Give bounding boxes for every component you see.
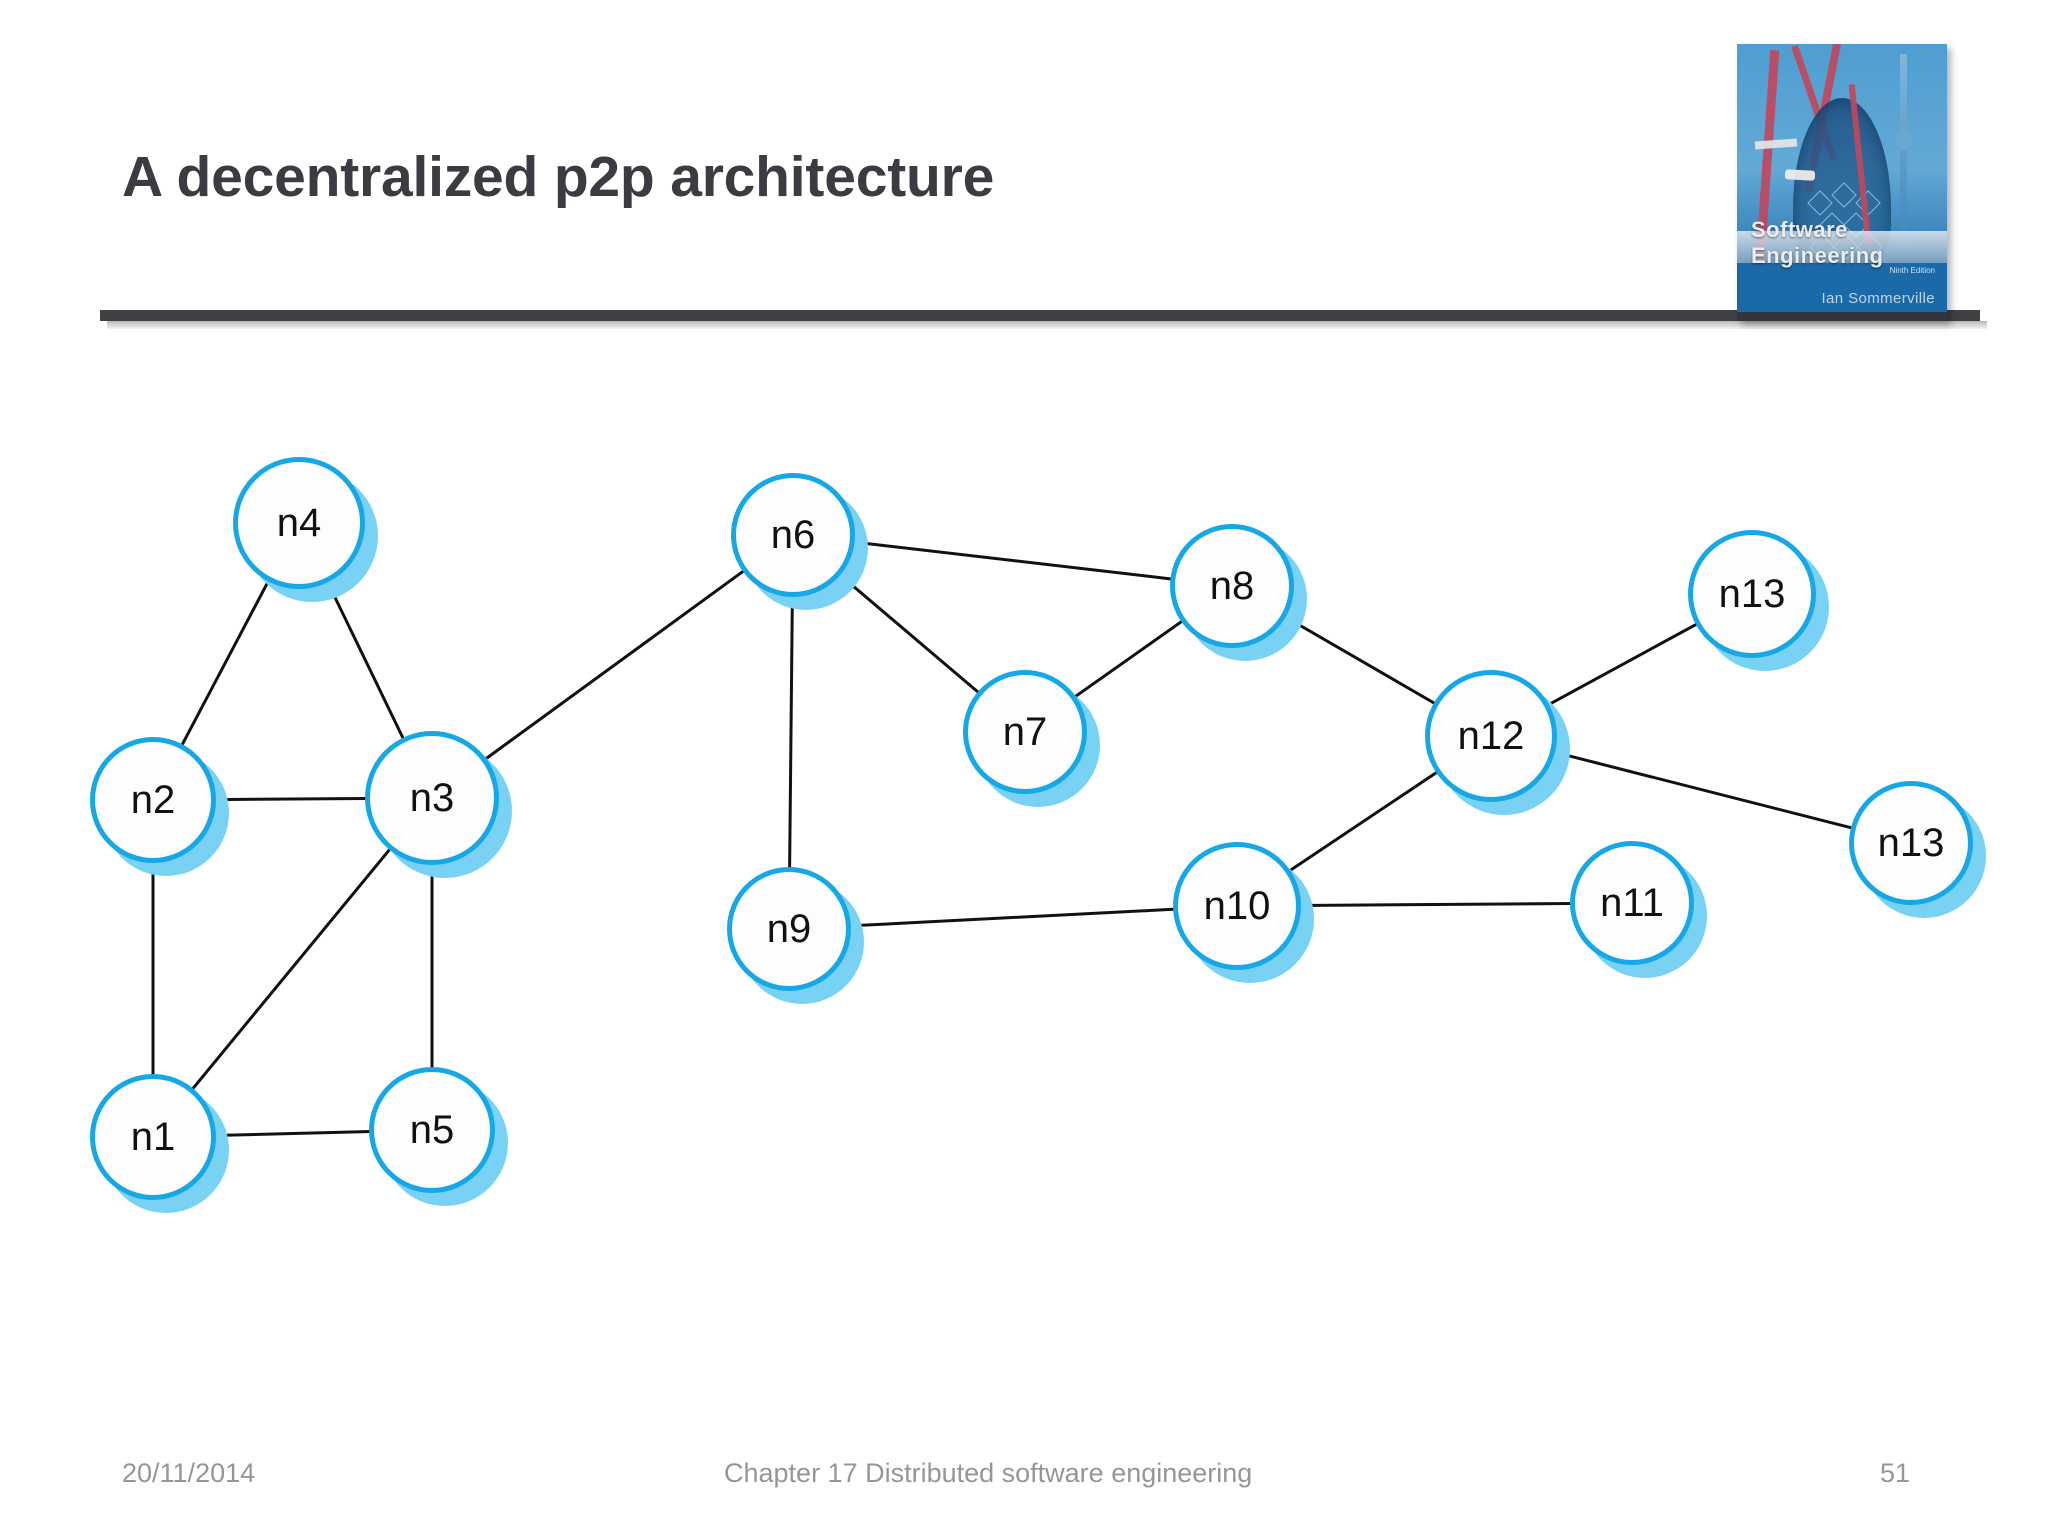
graph-node-n12[interactable]: n12 [1425, 670, 1557, 802]
book-cover-skyline [1737, 231, 1947, 263]
graph-node-label-n11: n11 [1600, 881, 1664, 925]
graph-node-label-n7: n7 [1002, 710, 1048, 754]
graph-node-label-n13b: n13 [1877, 821, 1945, 865]
book-cover-band [1737, 263, 1947, 321]
graph-edge-n6-n8 [851, 540, 1174, 581]
graph-edge-n12-n13a [1545, 622, 1700, 707]
graph-node-label-n8: n8 [1209, 564, 1255, 608]
graph-node-label-n13a: n13 [1718, 572, 1786, 616]
graph-edge-n4-n2 [179, 578, 271, 748]
graph-edge-n12-n13b [1551, 750, 1855, 830]
graph-node-n4[interactable]: n4 [233, 457, 365, 589]
title-divider-shadow [107, 321, 1987, 329]
title-divider [100, 310, 1987, 332]
graph-node-n7[interactable]: n7 [963, 670, 1087, 794]
footer-chapter: Chapter 17 Distributed software engineer… [724, 1458, 1253, 1488]
graph-edge-n2-n3 [212, 796, 369, 802]
graph-edge-n6-n7 [837, 572, 981, 695]
graph-edge-n1-n5 [212, 1130, 373, 1137]
graph-node-label-n4: n4 [276, 501, 322, 545]
graph-edge-n7-n8 [1072, 619, 1185, 699]
book-author: Ian Sommerville [1821, 290, 1935, 307]
book-cover-spine-strip [1737, 312, 1947, 321]
graph-node-label-n10: n10 [1203, 884, 1271, 928]
book-edition: Ninth Edition [1889, 266, 1935, 275]
graph-edge-n6-n9 [788, 593, 794, 871]
graph-node-label-n5: n5 [409, 1108, 455, 1152]
graph-node-n11[interactable]: n11 [1570, 841, 1694, 965]
graph-node-n13a[interactable]: n13 [1688, 530, 1816, 658]
graph-node-n2[interactable]: n2 [90, 737, 216, 863]
footer-page-number: 51 [1880, 1458, 1911, 1488]
book-cover-image: Software Engineering Ninth Edition Ian S… [1737, 44, 1947, 321]
graph-edge-n10-n12 [1287, 770, 1440, 874]
graph-edge-n1-n3 [190, 846, 393, 1092]
graph-node-n13b[interactable]: n13 [1849, 781, 1973, 905]
graph-edge-n4-n3 [325, 579, 406, 741]
footer-date: 20/11/2014 [122, 1458, 256, 1488]
graph-node-label-n12: n12 [1457, 714, 1525, 758]
bg-tower [1900, 54, 1907, 249]
graph-node-n10[interactable]: n10 [1173, 842, 1301, 970]
graph-node-n1[interactable]: n1 [90, 1074, 216, 1200]
bg-tower-bulge [1895, 128, 1912, 150]
page-title: A decentralized p2p architecture [122, 145, 995, 209]
graph-node-n6[interactable]: n6 [731, 473, 855, 597]
graph-node-n9[interactable]: n9 [727, 867, 851, 991]
graph-node-n8[interactable]: n8 [1170, 524, 1294, 648]
graph-edge-n10-n11 [1297, 901, 1574, 908]
graph-node-label-n1: n1 [130, 1115, 176, 1159]
title-divider-bar [100, 310, 1980, 321]
graph-edge-n3-n6 [483, 568, 747, 762]
graph-node-n3[interactable]: n3 [365, 731, 499, 865]
book-title: Software Engineering [1751, 217, 1884, 268]
graph-edge-n9-n10 [847, 907, 1177, 928]
graph-node-label-n2: n2 [130, 778, 176, 822]
graph-node-n5[interactable]: n5 [369, 1067, 495, 1193]
graph-edge-n8-n12 [1282, 614, 1438, 706]
graph-node-label-n6: n6 [770, 513, 816, 557]
graph-node-label-n9: n9 [766, 907, 812, 951]
graph-node-label-n3: n3 [409, 776, 455, 820]
